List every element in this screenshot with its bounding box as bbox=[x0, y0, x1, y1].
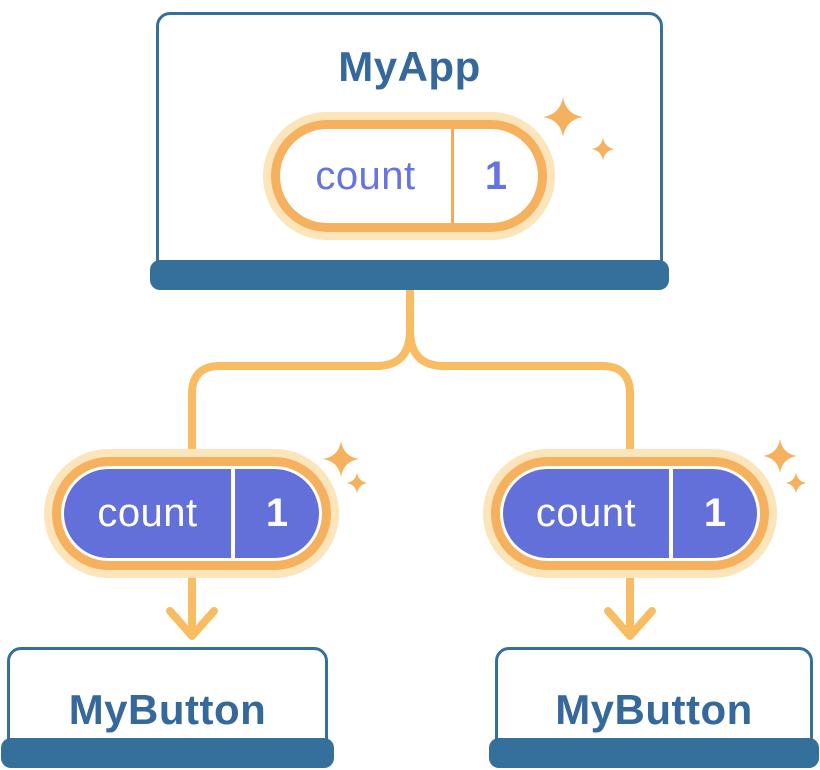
component-card-myapp: MyApp count 1 bbox=[150, 12, 669, 290]
pill-glow: count 1 bbox=[483, 449, 777, 578]
pill-ring: count 1 bbox=[271, 120, 547, 232]
component-card-mybutton: MyButton bbox=[1, 647, 334, 768]
pill-divider bbox=[669, 469, 673, 558]
connector-branch-left bbox=[188, 326, 414, 637]
pill-glow: count 1 bbox=[263, 112, 555, 240]
component-title: MyButton bbox=[68, 686, 267, 734]
prop-pill: count 1 bbox=[44, 449, 339, 578]
arrow-down-icon bbox=[604, 607, 656, 640]
arrow-down-icon bbox=[166, 607, 218, 640]
prop-name: count bbox=[97, 491, 198, 535]
prop-name: count bbox=[535, 491, 637, 535]
state-pill: count 1 bbox=[263, 112, 555, 240]
prop-pill: count 1 bbox=[483, 449, 777, 578]
pill-ring: count 1 bbox=[491, 457, 769, 570]
pill-body: count 1 bbox=[61, 466, 322, 561]
pill-glow: count 1 bbox=[44, 449, 339, 578]
pill-divider bbox=[451, 129, 454, 223]
connector-branch-right bbox=[406, 326, 634, 637]
state-value: 1 bbox=[484, 153, 508, 198]
prop-value: 1 bbox=[703, 491, 727, 535]
component-title: MyButton bbox=[555, 686, 753, 734]
prop-value: 1 bbox=[265, 491, 289, 535]
pill-body: count 1 bbox=[280, 129, 538, 223]
pill-body: count 1 bbox=[500, 466, 760, 561]
state-name: count bbox=[315, 153, 416, 198]
pill-divider bbox=[231, 469, 235, 558]
component-title: MyApp bbox=[338, 43, 481, 90]
component-card-mybutton: MyButton bbox=[489, 647, 819, 768]
pill-ring: count 1 bbox=[52, 457, 331, 570]
